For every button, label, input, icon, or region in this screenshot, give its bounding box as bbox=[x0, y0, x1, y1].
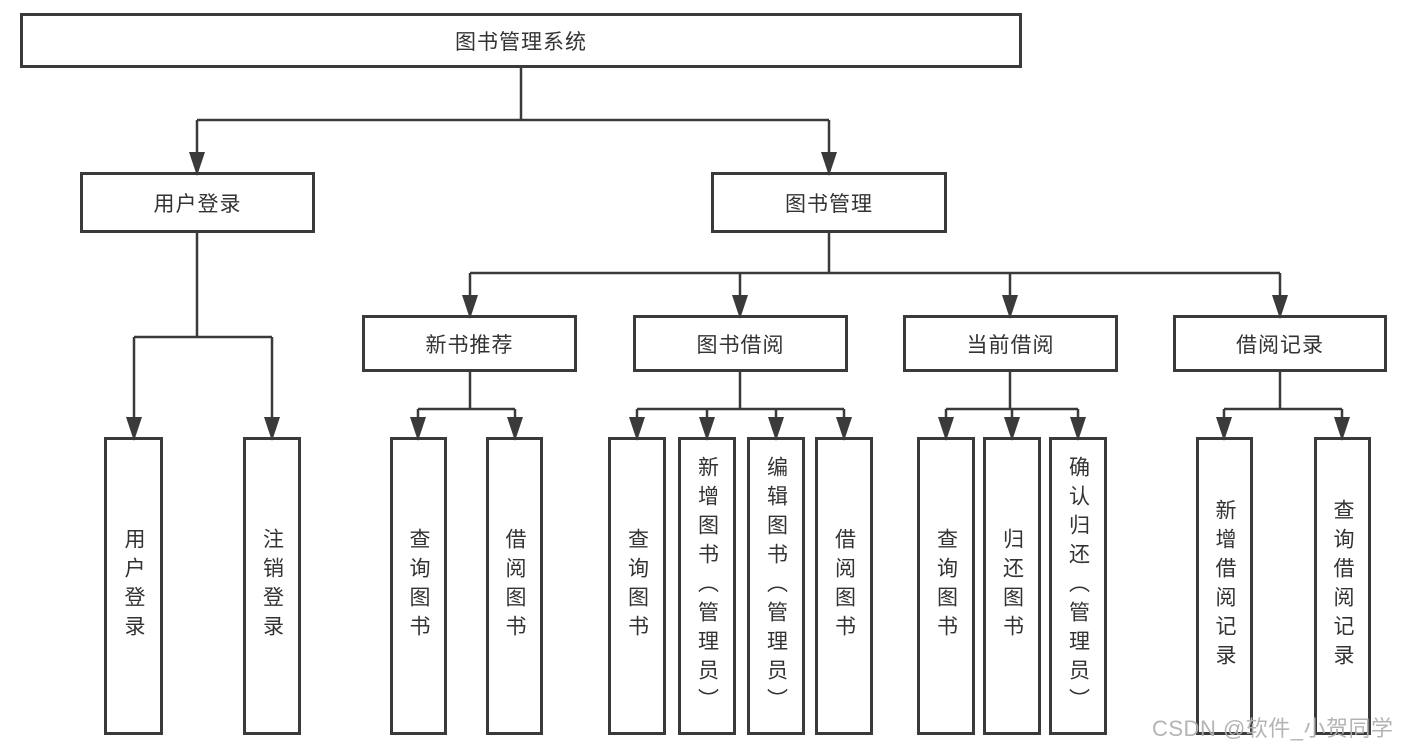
node-user-login-branch: 用户登录 bbox=[80, 172, 315, 233]
node-book-borrowing-label: 图书借阅 bbox=[696, 333, 785, 357]
leaf-cb-confirm-return-admin-label: 确认归还（管理员） bbox=[1066, 455, 1090, 717]
leaf-nb-borrow-books: 借阅图书 bbox=[486, 437, 543, 735]
leaf-logout-label: 注销登录 bbox=[260, 528, 284, 644]
node-borrowing-records-label: 借阅记录 bbox=[1236, 333, 1324, 357]
leaf-cb-return-books: 归还图书 bbox=[983, 437, 1041, 735]
node-current-borrowing-label: 当前借阅 bbox=[966, 333, 1055, 357]
leaf-bb-query-books-label: 查询图书 bbox=[625, 528, 649, 644]
node-user-login-branch-label: 用户登录 bbox=[153, 192, 242, 216]
node-new-book-recommend-label: 新书推荐 bbox=[425, 333, 514, 357]
leaf-cb-query-books: 查询图书 bbox=[917, 437, 975, 735]
node-book-management: 图书管理 bbox=[711, 172, 947, 233]
node-borrowing-records: 借阅记录 bbox=[1173, 315, 1387, 372]
leaf-bb-borrow-books-label: 借阅图书 bbox=[832, 528, 856, 644]
node-root-label: 图书管理系统 bbox=[455, 30, 587, 54]
leaf-cb-return-books-label: 归还图书 bbox=[1000, 528, 1024, 644]
leaf-br-query-record-label: 查询借阅记录 bbox=[1331, 499, 1354, 673]
node-book-borrowing: 图书借阅 bbox=[633, 315, 848, 372]
node-new-book-recommend: 新书推荐 bbox=[362, 315, 577, 372]
node-root: 图书管理系统 bbox=[20, 13, 1022, 68]
leaf-nb-query-books-label: 查询图书 bbox=[407, 528, 430, 644]
leaf-logout: 注销登录 bbox=[243, 437, 301, 735]
leaf-user-login-label: 用户登录 bbox=[122, 528, 145, 644]
node-current-borrowing: 当前借阅 bbox=[903, 315, 1118, 372]
leaf-bb-edit-books-admin: 编辑图书（管理员） bbox=[747, 437, 805, 735]
leaf-br-add-record-label: 新增借阅记录 bbox=[1213, 499, 1236, 673]
leaf-user-login: 用户登录 bbox=[104, 437, 163, 735]
leaf-nb-borrow-books-label: 借阅图书 bbox=[503, 528, 526, 644]
leaf-bb-edit-books-admin-label: 编辑图书（管理员） bbox=[764, 455, 788, 717]
leaf-br-add-record: 新增借阅记录 bbox=[1196, 437, 1253, 735]
leaf-bb-add-books-admin: 新增图书（管理员） bbox=[678, 437, 736, 735]
leaf-bb-query-books: 查询图书 bbox=[608, 437, 666, 735]
leaf-br-query-record: 查询借阅记录 bbox=[1314, 437, 1371, 735]
watermark: CSDN @软件_小贺同学 bbox=[1152, 716, 1394, 741]
node-book-management-label: 图书管理 bbox=[785, 192, 873, 216]
leaf-bb-add-books-admin-label: 新增图书（管理员） bbox=[695, 455, 719, 717]
leaf-cb-confirm-return-admin: 确认归还（管理员） bbox=[1049, 437, 1107, 735]
leaf-nb-query-books: 查询图书 bbox=[390, 437, 447, 735]
leaf-bb-borrow-books: 借阅图书 bbox=[815, 437, 873, 735]
leaf-cb-query-books-label: 查询图书 bbox=[934, 528, 958, 644]
